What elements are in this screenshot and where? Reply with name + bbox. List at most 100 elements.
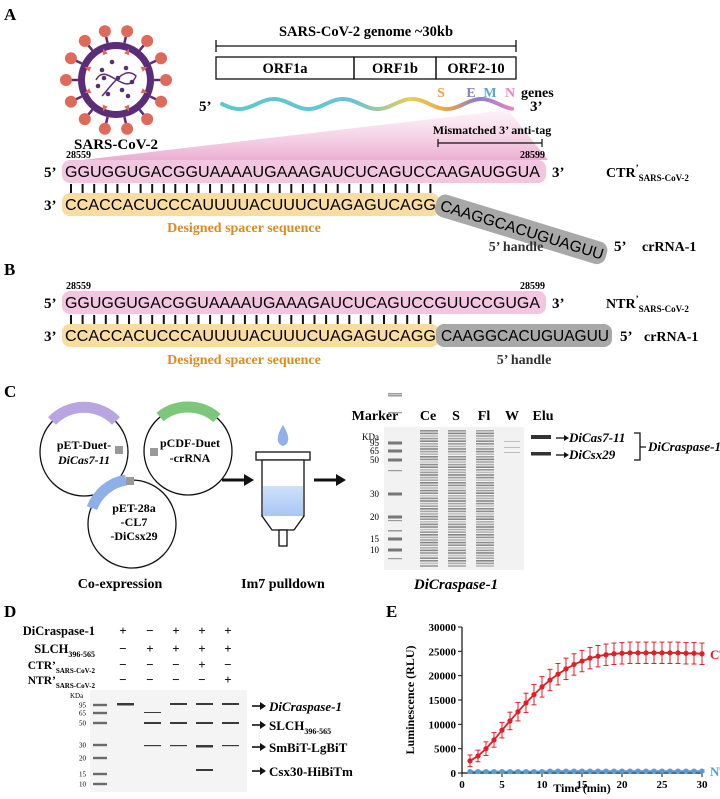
chart-point xyxy=(539,684,545,690)
gel-c-lysate-band xyxy=(476,435,494,437)
gel-c-lysate-band xyxy=(448,562,466,565)
gel-d-arrows xyxy=(252,705,262,772)
chart-point xyxy=(467,768,473,775)
gel-c-lysate-band xyxy=(448,448,466,450)
genome-3prime: 3’ xyxy=(530,99,543,115)
gel-c-lysate-band xyxy=(448,528,466,531)
genome-5prime: 5’ xyxy=(199,99,212,115)
gel-c-marker-band xyxy=(388,520,402,522)
gel-c-marker-label: 65 xyxy=(370,446,380,456)
gel-c-marker-band xyxy=(388,458,402,462)
plasmid-3-line3: -DiCsx29 xyxy=(110,529,157,543)
d-sign-grid: +−+++−++++−−−+−−−−−+ xyxy=(119,623,231,687)
gel-c-lysate-band xyxy=(448,466,466,468)
gel-c-lysate-band xyxy=(448,458,466,461)
gel-c-lysate-band xyxy=(476,565,494,567)
gel-c-lysate-band xyxy=(448,536,466,539)
d-sign: − xyxy=(119,657,126,672)
gel-c-lysate-band xyxy=(420,549,438,552)
gel-c-lysate-band xyxy=(420,534,438,536)
chart-series-label: NTR’SARS-CoV-2 xyxy=(710,764,720,782)
gel-c-lysate-band xyxy=(420,482,438,484)
chart-y-tick-label: 0 xyxy=(451,768,457,780)
gel-c-lysate-band xyxy=(476,515,494,518)
gel-c-lysate-band xyxy=(448,463,466,466)
gel-c-lysate-band xyxy=(420,557,438,559)
gene-m: M xyxy=(483,86,496,101)
gel-d-band xyxy=(117,703,134,706)
chart-point xyxy=(643,768,649,774)
gel-d-marker-label: 65 xyxy=(79,710,87,718)
a-target-sequence: GGUGGUGACGGUAAAAUGAAAGAUCUCAGUCCAAGAUGGU… xyxy=(65,164,541,181)
orf-boxes xyxy=(215,56,517,80)
gel-c-marker-band xyxy=(388,470,402,472)
gel-c-lysate-band xyxy=(476,484,494,487)
gel-d-marker-band xyxy=(93,772,107,776)
a-target-5prime: 5’ xyxy=(44,165,57,181)
chart-point xyxy=(651,650,657,656)
gel-d-background xyxy=(90,690,247,792)
gel-c-lysate-band xyxy=(476,492,494,494)
gel-c-lysate-band xyxy=(476,502,494,505)
gel-c-marker-band xyxy=(388,548,402,552)
gel-c-marker-band xyxy=(388,393,402,395)
gel-c-marker-band xyxy=(388,492,402,496)
chart-y-tick-label: 5000 xyxy=(434,744,457,756)
gel-c-lysate-band xyxy=(476,523,494,526)
d-sign: + xyxy=(198,657,205,672)
plasmid-2-line2: -crRNA xyxy=(170,451,211,465)
gel-c-lysate-band xyxy=(448,435,466,437)
gel-c-lysate-band xyxy=(420,528,438,531)
virus-spike-head xyxy=(155,95,168,108)
gel-c-lysate-band xyxy=(448,560,466,562)
chart-point xyxy=(587,768,593,774)
b-pos-end: 28599 xyxy=(520,281,545,292)
gel-c-marker-band xyxy=(388,530,402,532)
gel-c-lysate-band xyxy=(420,476,438,479)
gel-c-lysate-band xyxy=(476,554,494,557)
gel-c-lysate-band xyxy=(476,474,494,476)
gene-s: S xyxy=(437,86,445,101)
chart-point xyxy=(483,746,489,752)
gel-c-lane-ce: Ce xyxy=(420,409,436,424)
gel-c-lysate-band xyxy=(476,557,494,559)
panel-d-label: D xyxy=(4,602,16,621)
a-crrna-5prime: 5’ xyxy=(614,239,627,255)
gel-d-marker-label: 30 xyxy=(79,742,87,750)
gel-c-wash-band xyxy=(504,452,520,453)
gel-d-marker-band xyxy=(93,711,107,715)
gel-c-lysate-band xyxy=(476,482,494,484)
gel-c-lysate-band xyxy=(420,510,438,513)
panel-a: A SARS-CoV-2 SARS-CoV-2 genome ~30kb ORF… xyxy=(4,5,696,265)
panel-e-label: E xyxy=(386,602,397,621)
virus-particle xyxy=(99,67,105,73)
gel-c-lysate-band xyxy=(448,502,466,505)
d-sign: + xyxy=(172,641,179,656)
gel-c-lysate-band xyxy=(448,497,466,500)
gel-c-lysate-band xyxy=(448,541,466,544)
gel-c-lysate-band xyxy=(420,445,438,448)
virus-membrane-protein xyxy=(124,104,130,112)
virus-membrane-protein xyxy=(140,66,148,72)
gel-c-lysate-band xyxy=(448,531,466,533)
gel-d-band-3: SmBiT-LgBiT xyxy=(269,740,348,755)
b-crrna-sequence: CCACCACUCCCAUUUUACUUUCUAGAGUCAGG xyxy=(65,328,436,345)
gel-c-lysate-band xyxy=(476,521,494,523)
gel-c-lysate-band xyxy=(448,445,466,448)
b-spacer-label: Designed spacer sequence xyxy=(167,353,321,368)
gel-c-lysate-band xyxy=(476,445,494,448)
gel-d-marker-band xyxy=(93,756,107,760)
chart-point xyxy=(691,650,697,656)
chart-point xyxy=(619,650,625,656)
d-row-4-name: NTR’SARS-CoV-2 xyxy=(28,675,96,690)
gel-d-marker-label: 50 xyxy=(79,720,87,728)
gel-c-lysate-band xyxy=(420,547,438,549)
b-target-3prime: 3’ xyxy=(552,296,565,312)
gel-c-lane-elu: Elu xyxy=(532,409,553,424)
gel-d-band xyxy=(144,722,161,724)
gel-c-lysate-band xyxy=(448,489,466,492)
gel-c-lysate-band xyxy=(448,518,466,520)
gel-d-marker-band xyxy=(93,743,107,747)
